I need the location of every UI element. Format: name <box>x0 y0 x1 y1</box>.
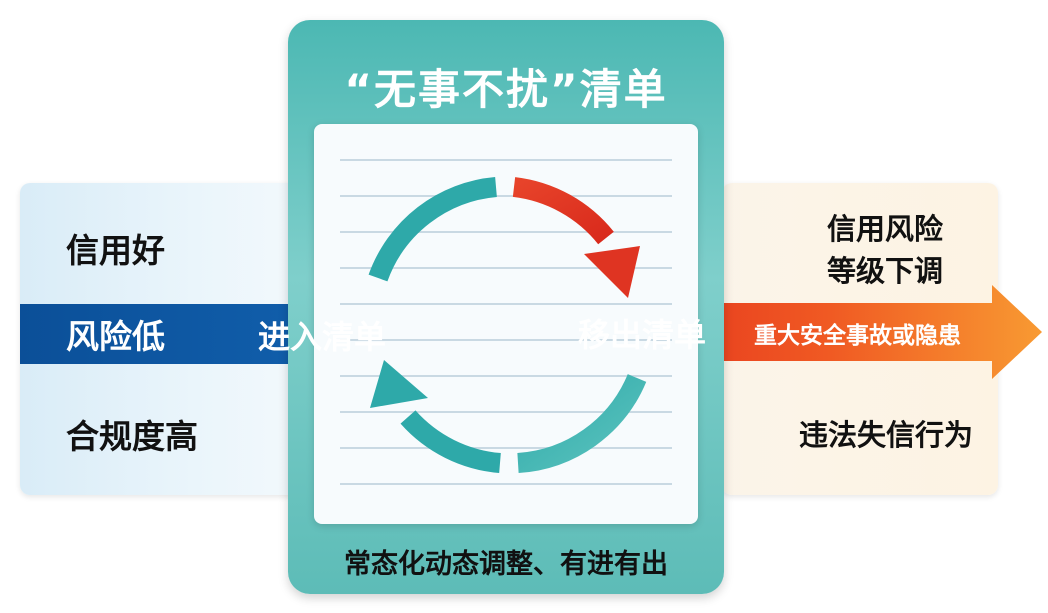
criterion-low-risk: 风险低 <box>66 317 165 356</box>
cycle-arrows-icon <box>368 177 647 473</box>
exit-reason-violation: 违法失信行为 <box>798 418 973 452</box>
whitelist-card: “无事不扰”清单 常态化动态调整、有进有出 <box>288 20 724 594</box>
document-icon <box>314 124 698 524</box>
exit-reason-credit-line1: 信用风险 <box>826 212 943 246</box>
card-title: “无事不扰”清单 <box>344 65 668 114</box>
criterion-good-credit: 信用好 <box>66 231 165 270</box>
exit-reason-accident: 重大安全事故或隐患 <box>754 323 961 349</box>
exit-label: 移出清单 <box>578 316 707 354</box>
enter-label: 进入清单 <box>258 318 387 356</box>
card-caption: 常态化动态调整、有进有出 <box>344 549 668 580</box>
exit-reason-credit-line2: 等级下调 <box>826 254 943 288</box>
criterion-high-compliance: 合规度高 <box>66 417 198 456</box>
